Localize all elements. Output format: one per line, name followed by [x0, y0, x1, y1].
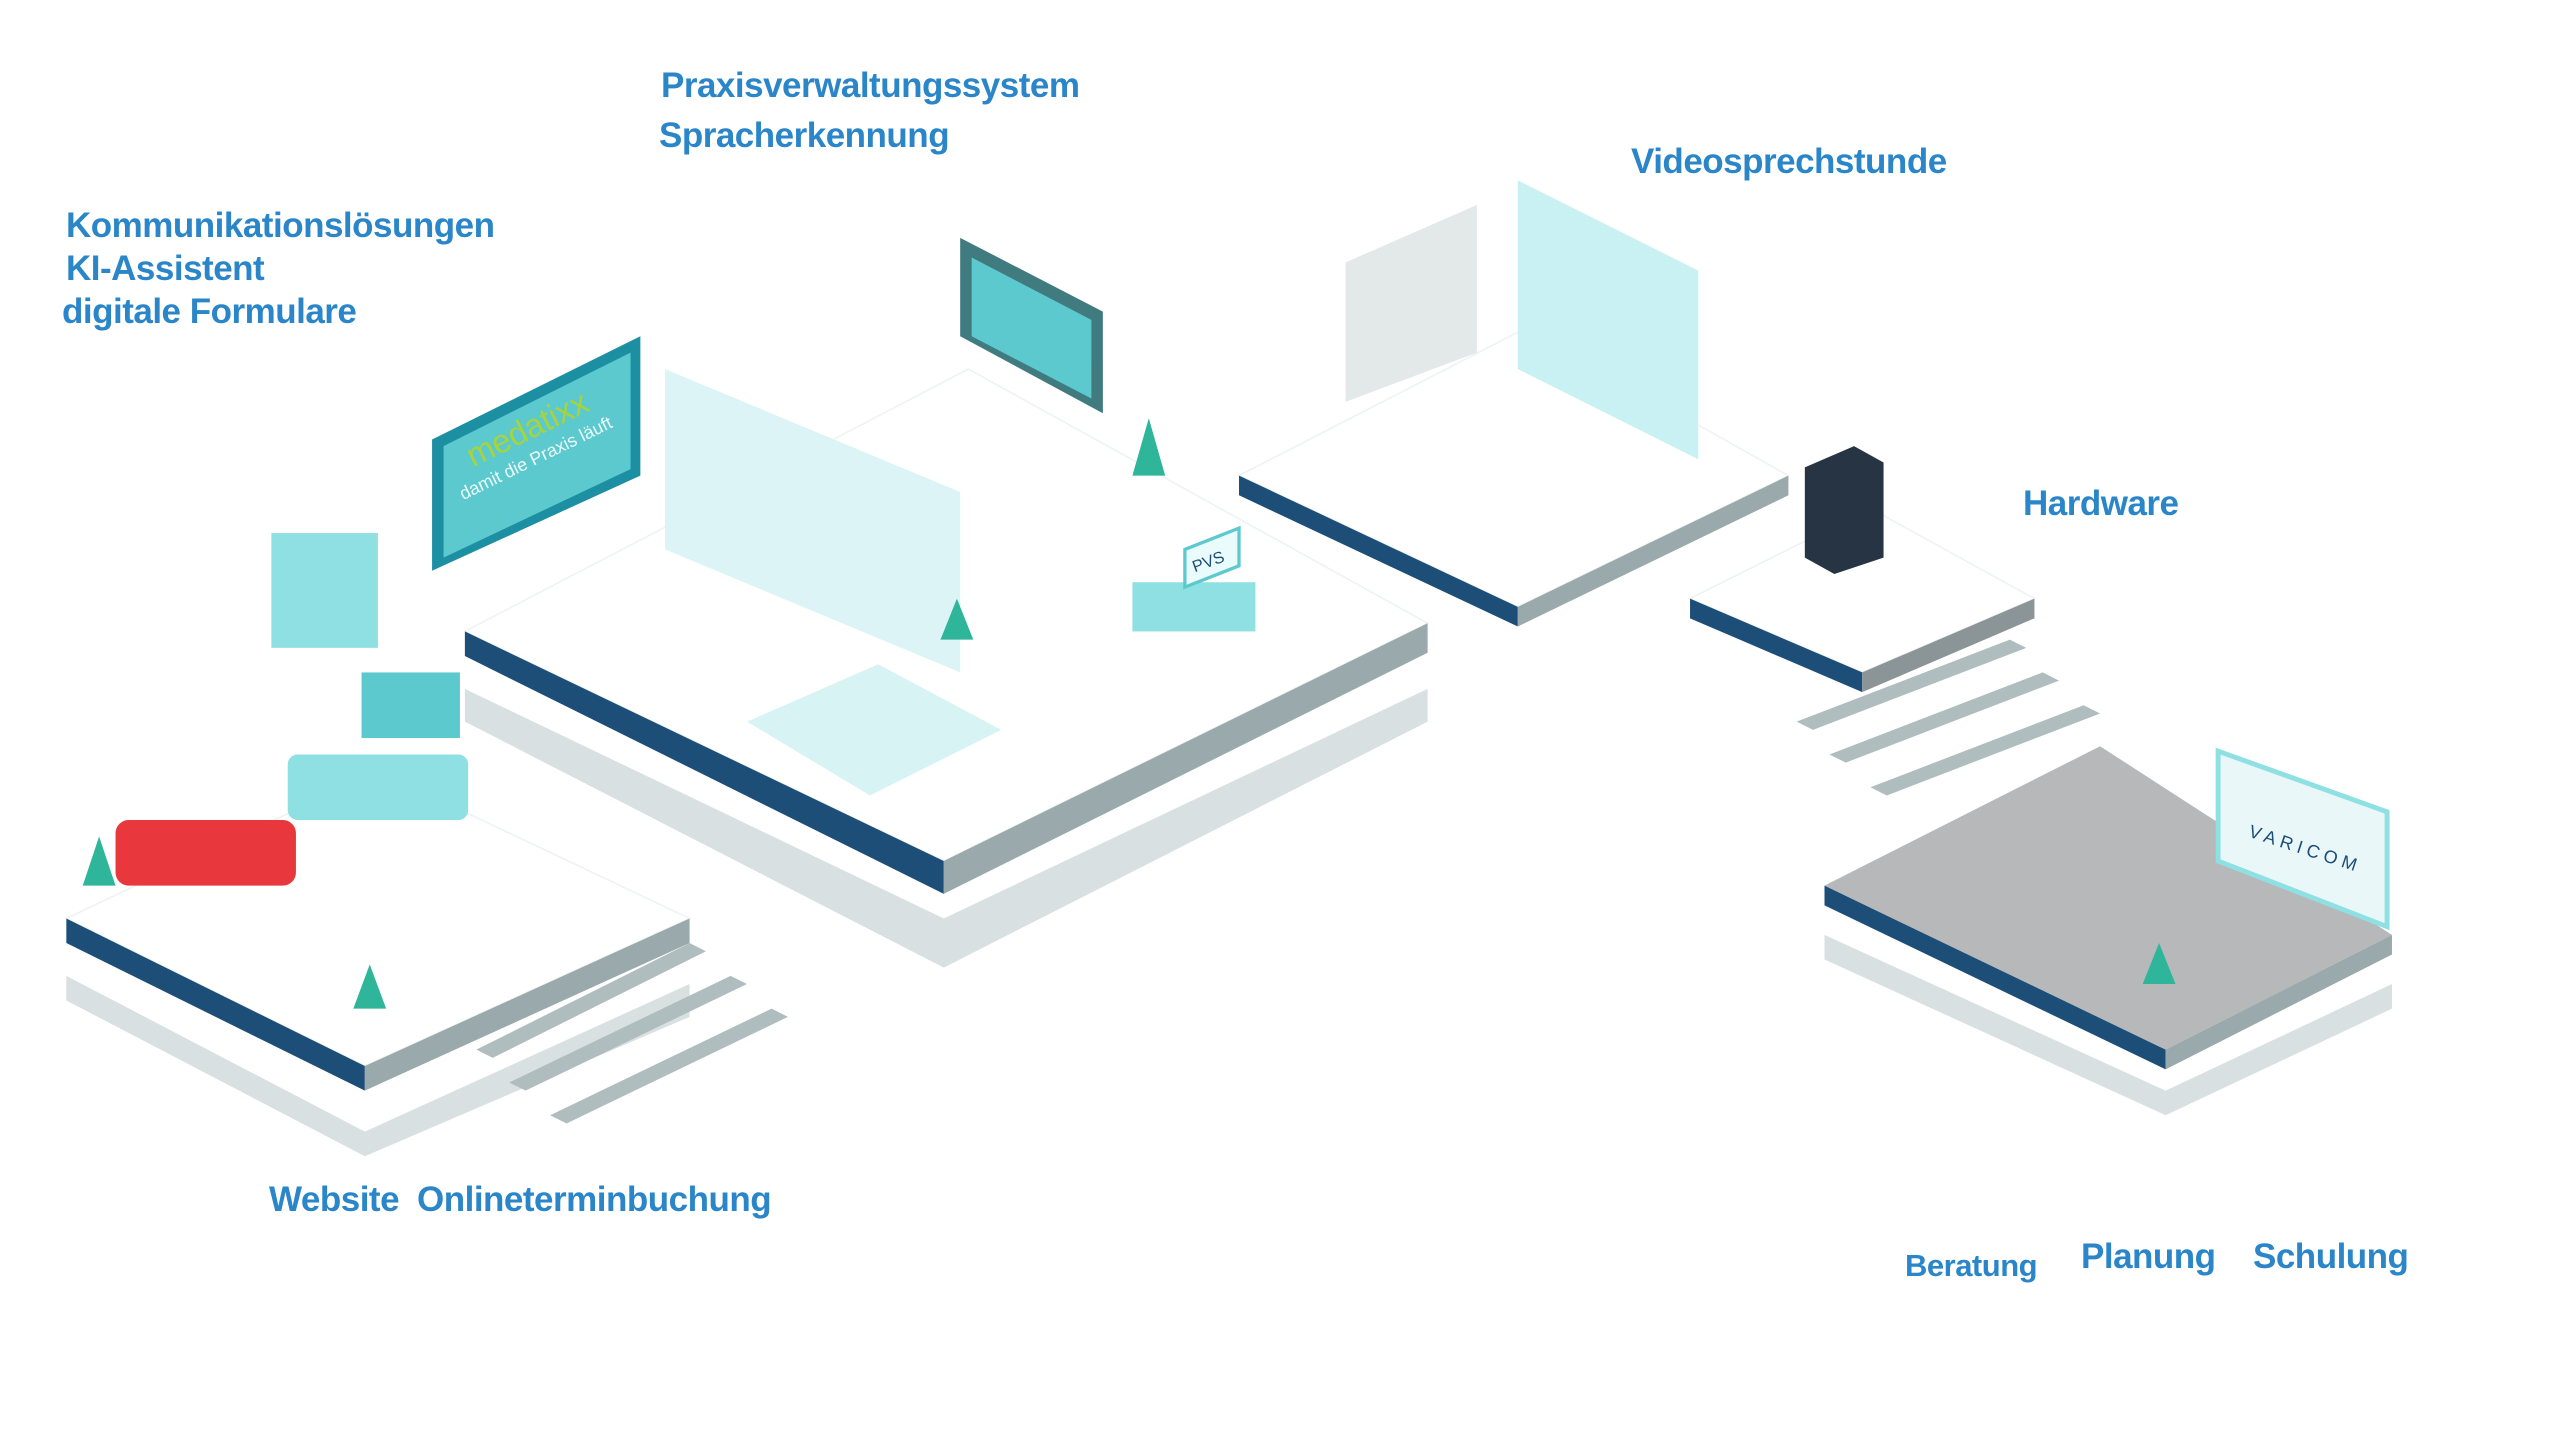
red-sofa — [115, 820, 296, 886]
video-platform — [1237, 180, 1791, 627]
label-kommunikationsloesungen: Kommunikationslösungen — [66, 206, 495, 245]
pvs-workstation: PVS — [1132, 525, 1256, 632]
wall-picture-receptionist — [271, 533, 378, 648]
cabinets — [664, 237, 1103, 673]
server-rack — [1804, 446, 1884, 575]
label-ki-assistent: KI-Assistent — [66, 249, 265, 288]
label-schulung: Schulung — [2253, 1237, 2409, 1276]
plants — [82, 418, 2176, 1009]
label-onlineterminbuchung: Onlineterminbuchung — [417, 1180, 772, 1219]
label-praxisverwaltungssystem: Praxisverwaltungssystem — [661, 66, 1080, 105]
anatomy-poster — [1345, 205, 1477, 402]
label-planung: Planung — [2081, 1237, 2216, 1276]
consulting-platform: VARICOM — [1824, 746, 2392, 1070]
label-digitale-formulare: digitale Formulare — [62, 292, 357, 331]
medatixx-screen: medatixx damit die Praxis läuft — [432, 336, 641, 571]
reception-platform — [64, 533, 692, 1091]
label-spracherkennung: Spracherkennung — [659, 116, 950, 155]
stairs — [476, 639, 2101, 1124]
reception-screen — [361, 672, 460, 739]
reception-desk — [287, 754, 469, 821]
label-beratung: Beratung — [1905, 1248, 2038, 1283]
hardware-platform — [1688, 446, 2037, 693]
varicom-screen — [2215, 747, 2390, 931]
label-videosprechstunde: Videosprechstunde — [1631, 142, 1947, 181]
heart-floor-logo — [746, 664, 1002, 796]
video-screen — [1517, 180, 1699, 460]
label-website: Website — [269, 1180, 400, 1219]
label-hardware: Hardware — [2023, 484, 2179, 523]
